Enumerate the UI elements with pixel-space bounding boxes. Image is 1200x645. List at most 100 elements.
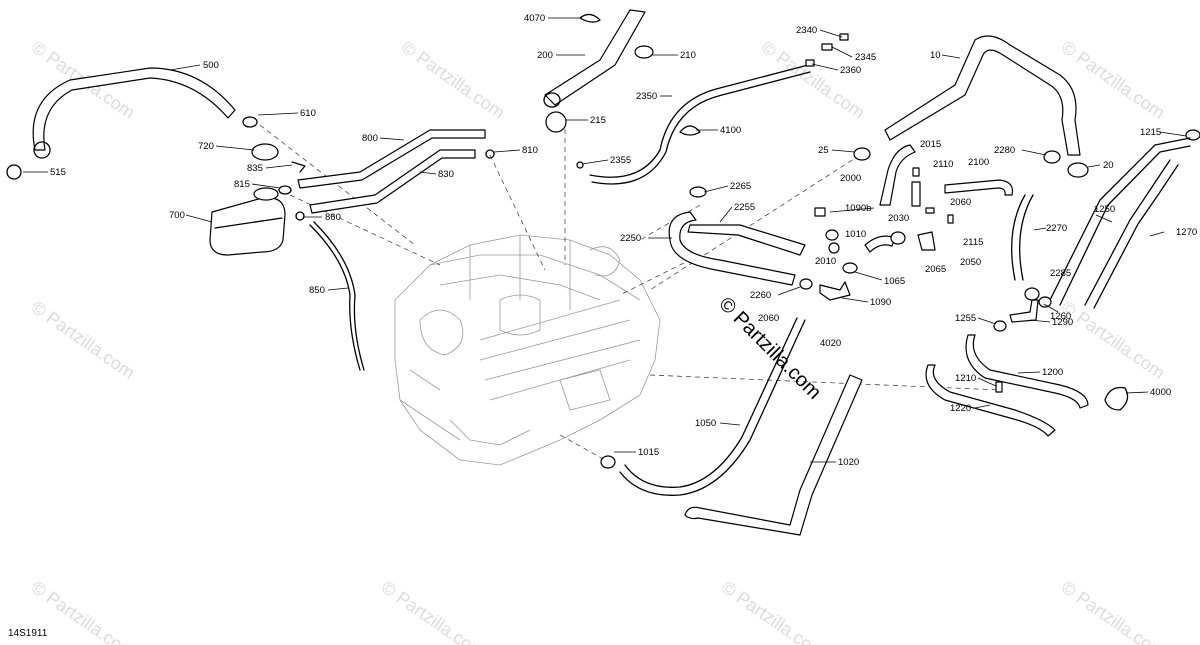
watermark-main: © Partzilla.com xyxy=(714,293,825,404)
callout-4100: 4100 xyxy=(720,125,741,136)
callout-2285: 2285 xyxy=(1050,268,1071,279)
callout-1050: 1050 xyxy=(695,418,716,429)
callout-1255: 1255 xyxy=(955,313,976,324)
hose-500 xyxy=(32,67,236,159)
clamp-25 xyxy=(853,147,871,161)
clamp-1255 xyxy=(993,320,1007,332)
callout-2280: 2280 xyxy=(994,145,1015,156)
callout-2010: 2010 xyxy=(815,256,836,267)
callout-700: 700 xyxy=(169,210,185,221)
watermark-text: © Partzilla.com xyxy=(398,37,509,123)
callout-2110: 2110 xyxy=(933,159,953,170)
callout-2350: 2350 xyxy=(636,91,657,102)
callout-200: 200 xyxy=(537,50,553,61)
callout-2270: 2270 xyxy=(1046,223,1067,234)
clamp-4070 xyxy=(579,13,601,23)
hose-2350 xyxy=(589,64,811,185)
watermark-text: © Partzilla.com xyxy=(758,37,869,123)
callout-515: 515 xyxy=(50,167,66,178)
callout-1220: 1220 xyxy=(950,403,971,414)
hose-1020 xyxy=(684,374,863,536)
callout-2060: 2060 xyxy=(950,197,971,208)
cap-20 xyxy=(1067,162,1089,178)
hose-1200 xyxy=(965,334,1089,409)
callout-1090: 1090 xyxy=(870,297,891,308)
clamp-2010 xyxy=(828,242,840,254)
callout-1210: 1210 xyxy=(955,373,976,384)
hose-2250 xyxy=(668,211,796,286)
fitting-2360 xyxy=(805,59,815,67)
callout-4000: 4000 xyxy=(1150,387,1171,398)
callout-2340: 2340 xyxy=(796,25,817,36)
callout-10: 10 xyxy=(930,50,941,61)
callout-4020: 4020 xyxy=(820,338,841,349)
callout-210: 210 xyxy=(680,50,696,61)
fitting-2110 xyxy=(911,181,921,207)
leader-lines xyxy=(23,17,1187,463)
fitting-1090b xyxy=(814,207,826,217)
clip-2115 xyxy=(947,214,954,224)
hose-200 xyxy=(543,9,646,108)
clamp-1015 xyxy=(600,455,616,469)
callout-2100: 2100 xyxy=(968,157,989,168)
callout-20: 20 xyxy=(1103,160,1114,171)
engine-block xyxy=(394,234,661,466)
clamp-1260 xyxy=(1038,296,1052,308)
hose-2030 xyxy=(864,235,896,253)
clamp-515 xyxy=(6,164,22,180)
clip-835 xyxy=(291,161,306,173)
fitting-1290 xyxy=(1009,299,1039,323)
hose-830 xyxy=(309,149,476,214)
hose-800 xyxy=(297,129,486,189)
fitting-1090-tee xyxy=(819,281,851,301)
callout-1200: 1200 xyxy=(1042,367,1063,378)
clamp-2265 xyxy=(689,186,707,198)
callout-2065: 2065 xyxy=(925,264,946,275)
callout-1065: 1065 xyxy=(884,276,905,287)
callout-1290: 1290 xyxy=(1052,317,1073,328)
callout-860: 860 xyxy=(325,212,341,223)
callout-1270: 1270 xyxy=(1176,227,1197,238)
callout-4070: 4070 xyxy=(524,13,545,24)
callout-2260: 2260 xyxy=(750,290,771,301)
callout-2115: 2115 xyxy=(963,237,983,248)
callout-2255: 2255 xyxy=(734,202,755,213)
callout-800: 800 xyxy=(362,133,378,144)
hose-1270 xyxy=(1084,159,1179,309)
callout-830: 830 xyxy=(438,169,454,180)
callout-2030: 2030 xyxy=(888,213,909,224)
clamp-210 xyxy=(634,45,654,59)
clip-4000 xyxy=(1104,386,1129,411)
callout-1250: 1250 xyxy=(1094,204,1115,215)
hose-10 xyxy=(884,35,1081,156)
callout-850: 850 xyxy=(309,285,325,296)
hose-850 xyxy=(309,221,365,371)
fitting-2050 xyxy=(917,231,936,251)
callout-2345: 2345 xyxy=(855,52,876,63)
callout-labels: 4070 200 210 500 610 515 720 835 815 700… xyxy=(50,13,1197,468)
callout-25: 25 xyxy=(818,145,829,156)
cap-720 xyxy=(251,143,279,161)
hose-2100 xyxy=(944,179,1014,196)
callout-610: 610 xyxy=(300,108,316,119)
callout-2015: 2015 xyxy=(920,139,941,150)
callout-810: 810 xyxy=(522,145,538,156)
hose-2000 xyxy=(879,144,916,206)
clip-2060 xyxy=(925,207,935,214)
clamp-2260 xyxy=(799,278,813,290)
clip-1210 xyxy=(995,381,1003,393)
watermark-text: © Partzilla.com xyxy=(1058,577,1169,645)
callout-2050: 2050 xyxy=(960,257,981,268)
callout-1010: 1010 xyxy=(845,229,866,240)
callout-1020: 1020 xyxy=(838,457,859,468)
clamp-2285 xyxy=(1024,287,1040,301)
callout-2060b: 2060 xyxy=(758,313,779,324)
watermark-main-text: © Partzilla.com xyxy=(714,293,825,404)
watermark-grid: © Partzilla.com © Partzilla.com © Partzi… xyxy=(28,37,1169,645)
callout-720: 720 xyxy=(198,141,214,152)
callout-1090b: 1090b xyxy=(845,203,871,214)
callout-2000: 2000 xyxy=(840,173,861,184)
callout-1260: 1260 xyxy=(1050,311,1071,322)
fitting-2340 xyxy=(839,33,849,41)
